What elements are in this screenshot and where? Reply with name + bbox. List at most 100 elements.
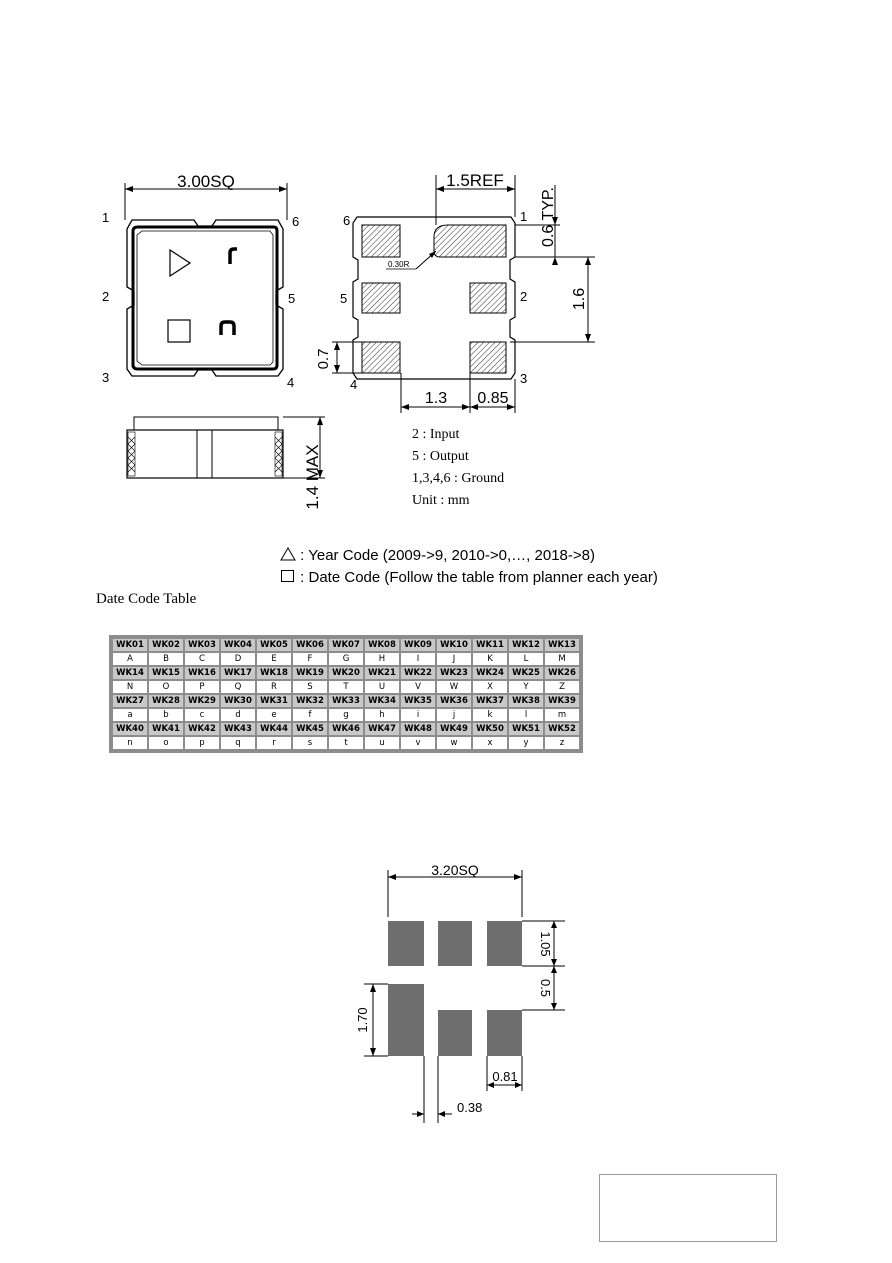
code-cell: d	[221, 709, 255, 721]
code-cell: t	[329, 737, 363, 749]
land-dim-081-label: 0.81	[492, 1069, 517, 1084]
code-cell: R	[257, 681, 291, 693]
dim-pitch-label: 1.6	[571, 288, 588, 310]
code-cell: N	[113, 681, 147, 693]
code-cell: W	[437, 681, 471, 693]
week-cell: WK34	[365, 695, 399, 707]
land-dim-105-label: 1.05	[538, 931, 553, 956]
code-cell: y	[509, 737, 543, 749]
code-cell: o	[149, 737, 183, 749]
bottom-pin-6: 6	[343, 213, 350, 228]
date-code-text: : Date Code (Follow the table from plann…	[300, 569, 658, 586]
package-bottom-view: 1.5REF 0.6 TYP. 1.6 0.7 1.3 0.85 0.30R 6…	[315, 171, 595, 413]
pin-label-1: 1	[102, 210, 109, 225]
code-cell: f	[293, 709, 327, 721]
week-cell: WK51	[509, 723, 543, 735]
code-cell: X	[473, 681, 507, 693]
week-cell: WK41	[149, 723, 183, 735]
land-dim-170-label: 1.70	[355, 1007, 370, 1032]
week-cell: WK27	[113, 695, 147, 707]
week-cell: WK05	[257, 639, 291, 651]
code-cell: c	[185, 709, 219, 721]
stamp-box	[599, 1174, 777, 1242]
week-cell: WK39	[545, 695, 579, 707]
week-cell: WK25	[509, 667, 543, 679]
code-cell: O	[149, 681, 183, 693]
code-cell: j	[437, 709, 471, 721]
code-cell: u	[365, 737, 399, 749]
bottom-pin-5: 5	[340, 291, 347, 306]
triangle-icon	[280, 547, 296, 561]
week-cell: WK19	[293, 667, 327, 679]
bottom-pin-1: 1	[520, 209, 527, 224]
code-cell: l	[509, 709, 543, 721]
week-cell: WK43	[221, 723, 255, 735]
week-cell: WK33	[329, 695, 363, 707]
week-cell: WK12	[509, 639, 543, 651]
code-cell: F	[293, 653, 327, 665]
package-top-side-drawing: 3.00SQ 1 2 3 6 5 4 1.4 MAX	[102, 172, 325, 510]
code-cell: H	[365, 653, 399, 665]
week-cell: WK50	[473, 723, 507, 735]
pin-label-4: 4	[287, 375, 294, 390]
code-cell: q	[221, 737, 255, 749]
dim-13-label: 1.3	[425, 390, 447, 407]
code-cell: B	[149, 653, 183, 665]
week-cell: WK30	[221, 695, 255, 707]
code-cell: Y	[509, 681, 543, 693]
week-cell: WK21	[365, 667, 399, 679]
height-dim-label: 1.4 MAX	[303, 444, 322, 509]
year-code-text: : Year Code (2009->9, 2010->0,…, 2018->8…	[300, 547, 595, 564]
week-cell: WK02	[149, 639, 183, 651]
week-cell: WK22	[401, 667, 435, 679]
week-cell: WK18	[257, 667, 291, 679]
week-cell: WK40	[113, 723, 147, 735]
dim-085-label: 0.85	[477, 390, 508, 407]
note-input: 2 : Input	[412, 427, 460, 442]
code-cell: w	[437, 737, 471, 749]
week-cell: WK15	[149, 667, 183, 679]
date-code-square-mark	[167, 319, 191, 343]
land-dim-top-label: 3.20SQ	[431, 862, 479, 878]
bottom-pin-3: 3	[520, 371, 527, 386]
week-cell: WK47	[365, 723, 399, 735]
code-cell: a	[113, 709, 147, 721]
week-cell: WK28	[149, 695, 183, 707]
code-cell: b	[149, 709, 183, 721]
week-cell: WK11	[473, 639, 507, 651]
week-cell: WK13	[545, 639, 579, 651]
code-cell: V	[401, 681, 435, 693]
code-cell: i	[401, 709, 435, 721]
week-cell: WK09	[401, 639, 435, 651]
week-cell: WK52	[545, 723, 579, 735]
pin-function-notes: 2 : Input 5 : Output 1,3,4,6 : Ground Un…	[412, 424, 504, 512]
week-cell: WK04	[221, 639, 255, 651]
note-output: 5 : Output	[412, 449, 469, 464]
week-cell: WK07	[329, 639, 363, 651]
year-code-triangle-mark	[169, 248, 192, 278]
week-cell: WK23	[437, 667, 471, 679]
week-cell: WK06	[293, 639, 327, 651]
code-cell: m	[545, 709, 579, 721]
week-cell: WK49	[437, 723, 471, 735]
code-cell: v	[401, 737, 435, 749]
dim-top-label: 3.00SQ	[177, 172, 235, 191]
pin-label-3: 3	[102, 370, 109, 385]
code-cell: G	[329, 653, 363, 665]
week-cell: WK45	[293, 723, 327, 735]
bottom-pin-2: 2	[520, 289, 527, 304]
code-cell: K	[473, 653, 507, 665]
code-cell: n	[113, 737, 147, 749]
radius-label: 0.30R	[388, 260, 410, 269]
dim-pad-h-label: 0.7	[315, 349, 332, 370]
code-cell: x	[473, 737, 507, 749]
date-code-table-title: Date Code Table	[96, 591, 197, 607]
code-cell: D	[221, 653, 255, 665]
pin-label-5: 5	[288, 291, 295, 306]
code-cell: Q	[221, 681, 255, 693]
week-cell: WK32	[293, 695, 327, 707]
